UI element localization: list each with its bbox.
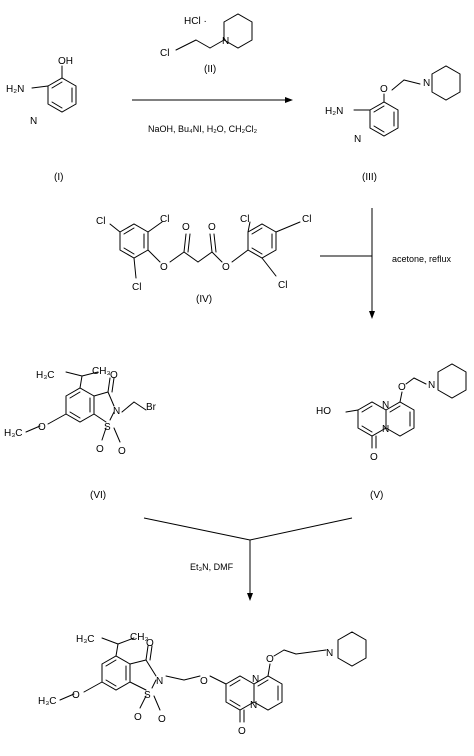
compound-iv-structure: Cl Cl Cl O O O O Cl Cl Cl [96, 214, 311, 293]
compound-iii-o: O [380, 84, 388, 95]
compound-v-ho: HO [316, 406, 331, 417]
compound-v-n1: N [382, 400, 389, 411]
compound-iii-label: (III) [362, 172, 377, 183]
compound-v-n-pip: N [428, 380, 435, 391]
arrow-step-1 [132, 97, 293, 103]
product-o-ether: O [266, 654, 274, 665]
product-o-s2: O [158, 714, 166, 725]
product-structure: H₃C CH₃ O N O N O N N H₃C O S O O O [38, 631, 367, 737]
compound-iv-cl-5: Cl [302, 214, 311, 225]
compound-vi-o-s2: O [118, 446, 126, 457]
compound-vi-label: (VI) [90, 490, 106, 501]
arrow-step-3 [143, 517, 353, 601]
compound-vi-ch3-b: CH₃ [92, 366, 111, 377]
compound-v-structure: O N HO N N O [316, 363, 467, 463]
condition-step-2: acetone, reflux [392, 254, 452, 264]
compound-v-o-ether: O [398, 382, 406, 393]
product-o-link: O [200, 676, 208, 687]
product-n-py2: N [250, 700, 257, 711]
compound-iv-cl-2: Cl [160, 214, 169, 225]
compound-vi-o-s1: O [96, 444, 104, 455]
product-ch3-b: CH₃ [130, 632, 149, 643]
compound-vi-s: S [104, 422, 111, 433]
product-h3c-a: H₃C [76, 634, 95, 645]
condition-step-1: NaOH, Bu₄NI, H₂O, CH₂Cl₂ [148, 124, 258, 134]
compound-iv-o-1: O [160, 262, 168, 273]
compound-iv-cl-6: Cl [278, 280, 287, 291]
compound-vi-o-keto: O [110, 370, 118, 381]
compound-i-structure: OH H₂N N [6, 56, 77, 127]
product-n: N [156, 676, 163, 687]
compound-ii-cl: Cl [160, 48, 169, 59]
compound-iv-o-3: O [208, 222, 216, 233]
compound-v-o-keto: O [370, 452, 378, 463]
product-s: S [144, 690, 151, 701]
compound-ii-structure: HCl · Cl N [160, 13, 253, 59]
compound-ii-hcl: HCl · [184, 16, 207, 27]
compound-iv-label: (IV) [196, 294, 212, 305]
compound-iv-cl-1: Cl [96, 216, 105, 227]
compound-vi-structure: H₃C CH₃ O N Br H₃C O S O O [4, 366, 157, 457]
compound-vi-h3c-a: H₃C [36, 370, 55, 381]
product-o-keto: O [146, 638, 154, 649]
compound-ii-n: N [222, 36, 229, 47]
product-n-pip: N [326, 648, 333, 659]
compound-vi-n: N [113, 406, 120, 417]
compound-i-nh2: H₂N [6, 84, 24, 95]
compound-i-oh: OH [58, 56, 73, 67]
compound-iv-cl-3: Cl [132, 282, 141, 293]
compound-iii-nh2: H₂N [325, 106, 343, 117]
compound-vi-h3c-ome: H₃C [4, 428, 23, 439]
compound-iv-cl-4: Cl [240, 214, 249, 225]
arrow-step-2 [320, 208, 375, 319]
condition-step-3: Et₃N, DMF [190, 562, 234, 572]
compound-iv-o-2: O [182, 222, 190, 233]
product-h3c-ome: H₃C [38, 696, 57, 707]
product-o-py: O [238, 726, 246, 737]
compound-i-n: N [30, 116, 37, 127]
compound-vi-br: Br [146, 402, 157, 413]
product-o-ome: O [72, 690, 80, 701]
compound-iv-o-4: O [222, 262, 230, 273]
compound-iii-structure: O N H₂N N [325, 65, 461, 145]
compound-iii-n-pip: N [423, 78, 430, 89]
compound-i-label: (I) [54, 172, 63, 183]
compound-vi-o-ome: O [38, 422, 46, 433]
product-n-py1: N [252, 674, 259, 685]
compound-v-n2: N [382, 424, 389, 435]
compound-v-label: (V) [370, 490, 383, 501]
compound-ii-label: (II) [204, 64, 216, 75]
compound-iii-n: N [354, 134, 361, 145]
product-o-s1: O [134, 712, 142, 723]
